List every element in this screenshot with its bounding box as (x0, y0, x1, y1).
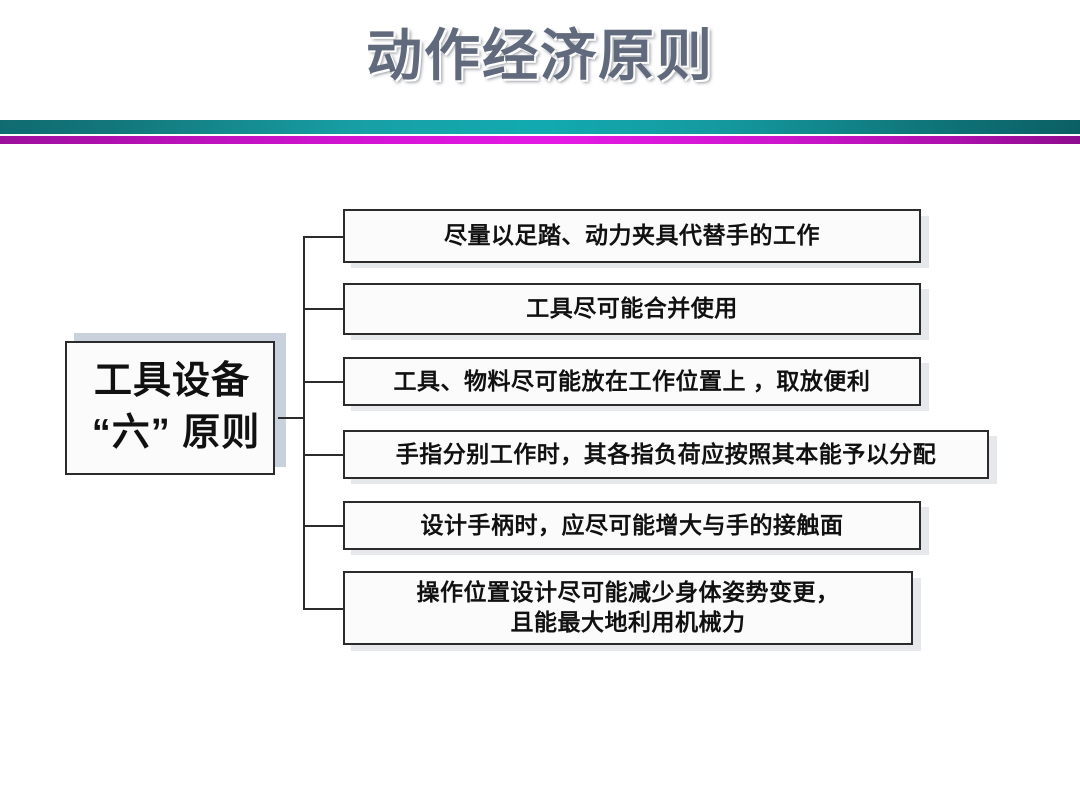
leaf-label-5: 设计手柄时，应尽可能增大与手的接触面 (420, 511, 844, 538)
leaf-label-3: 工具、物料尽可能放在工作位置上 ，取放便利 (393, 367, 871, 394)
leaf-label-4: 手指分别工作时，其各指负荷应按照其本能予以分配 (395, 440, 937, 467)
connector-branch-1 (303, 236, 345, 238)
leaf-box-1[interactable]: 尽量以足踏、动力夹具代替手的工作 (343, 209, 921, 263)
leaf-box-3[interactable]: 工具、物料尽可能放在工作位置上 ，取放便利 (343, 357, 921, 406)
connector-branch-6 (303, 608, 345, 610)
connector-branch-5 (303, 525, 345, 527)
leaf-box-6[interactable]: 操作位置设计尽可能减少身体姿势变更， 且能最大地利用机械力 (343, 571, 913, 645)
page-title: 动作经济原则 (366, 24, 714, 87)
leaf-box-5[interactable]: 设计手柄时，应尽可能增大与手的接触面 (343, 501, 921, 550)
connector-spine (303, 237, 305, 609)
divider (0, 118, 1080, 148)
root-node-label-line1: 工具设备 (93, 360, 250, 402)
leaf-label-2: 工具尽可能合并使用 (526, 295, 738, 322)
leaf-box-4[interactable]: 手指分别工作时，其各指负荷应按照其本能予以分配 (343, 430, 989, 479)
connector-branch-2 (303, 308, 345, 310)
divider-bar-teal (0, 120, 1080, 134)
root-node[interactable]: 工具设备 “六” 原则 (65, 341, 275, 475)
leaf-label-6: 操作位置设计尽可能减少身体姿势变更， 且能最大地利用机械力 (416, 579, 840, 635)
leaf-box-2[interactable]: 工具尽可能合并使用 (343, 283, 921, 335)
root-node-label: 工具设备 “六” 原则 (61, 355, 283, 460)
connector-root-stub (278, 417, 305, 419)
connector-branch-4 (303, 454, 345, 456)
leaf-label-1: 尽量以足踏、动力夹具代替手的工作 (444, 222, 820, 249)
root-node-label-line2: “六” 原则 (91, 412, 261, 455)
connector-branch-3 (303, 381, 345, 383)
divider-bar-magenta (0, 136, 1080, 144)
